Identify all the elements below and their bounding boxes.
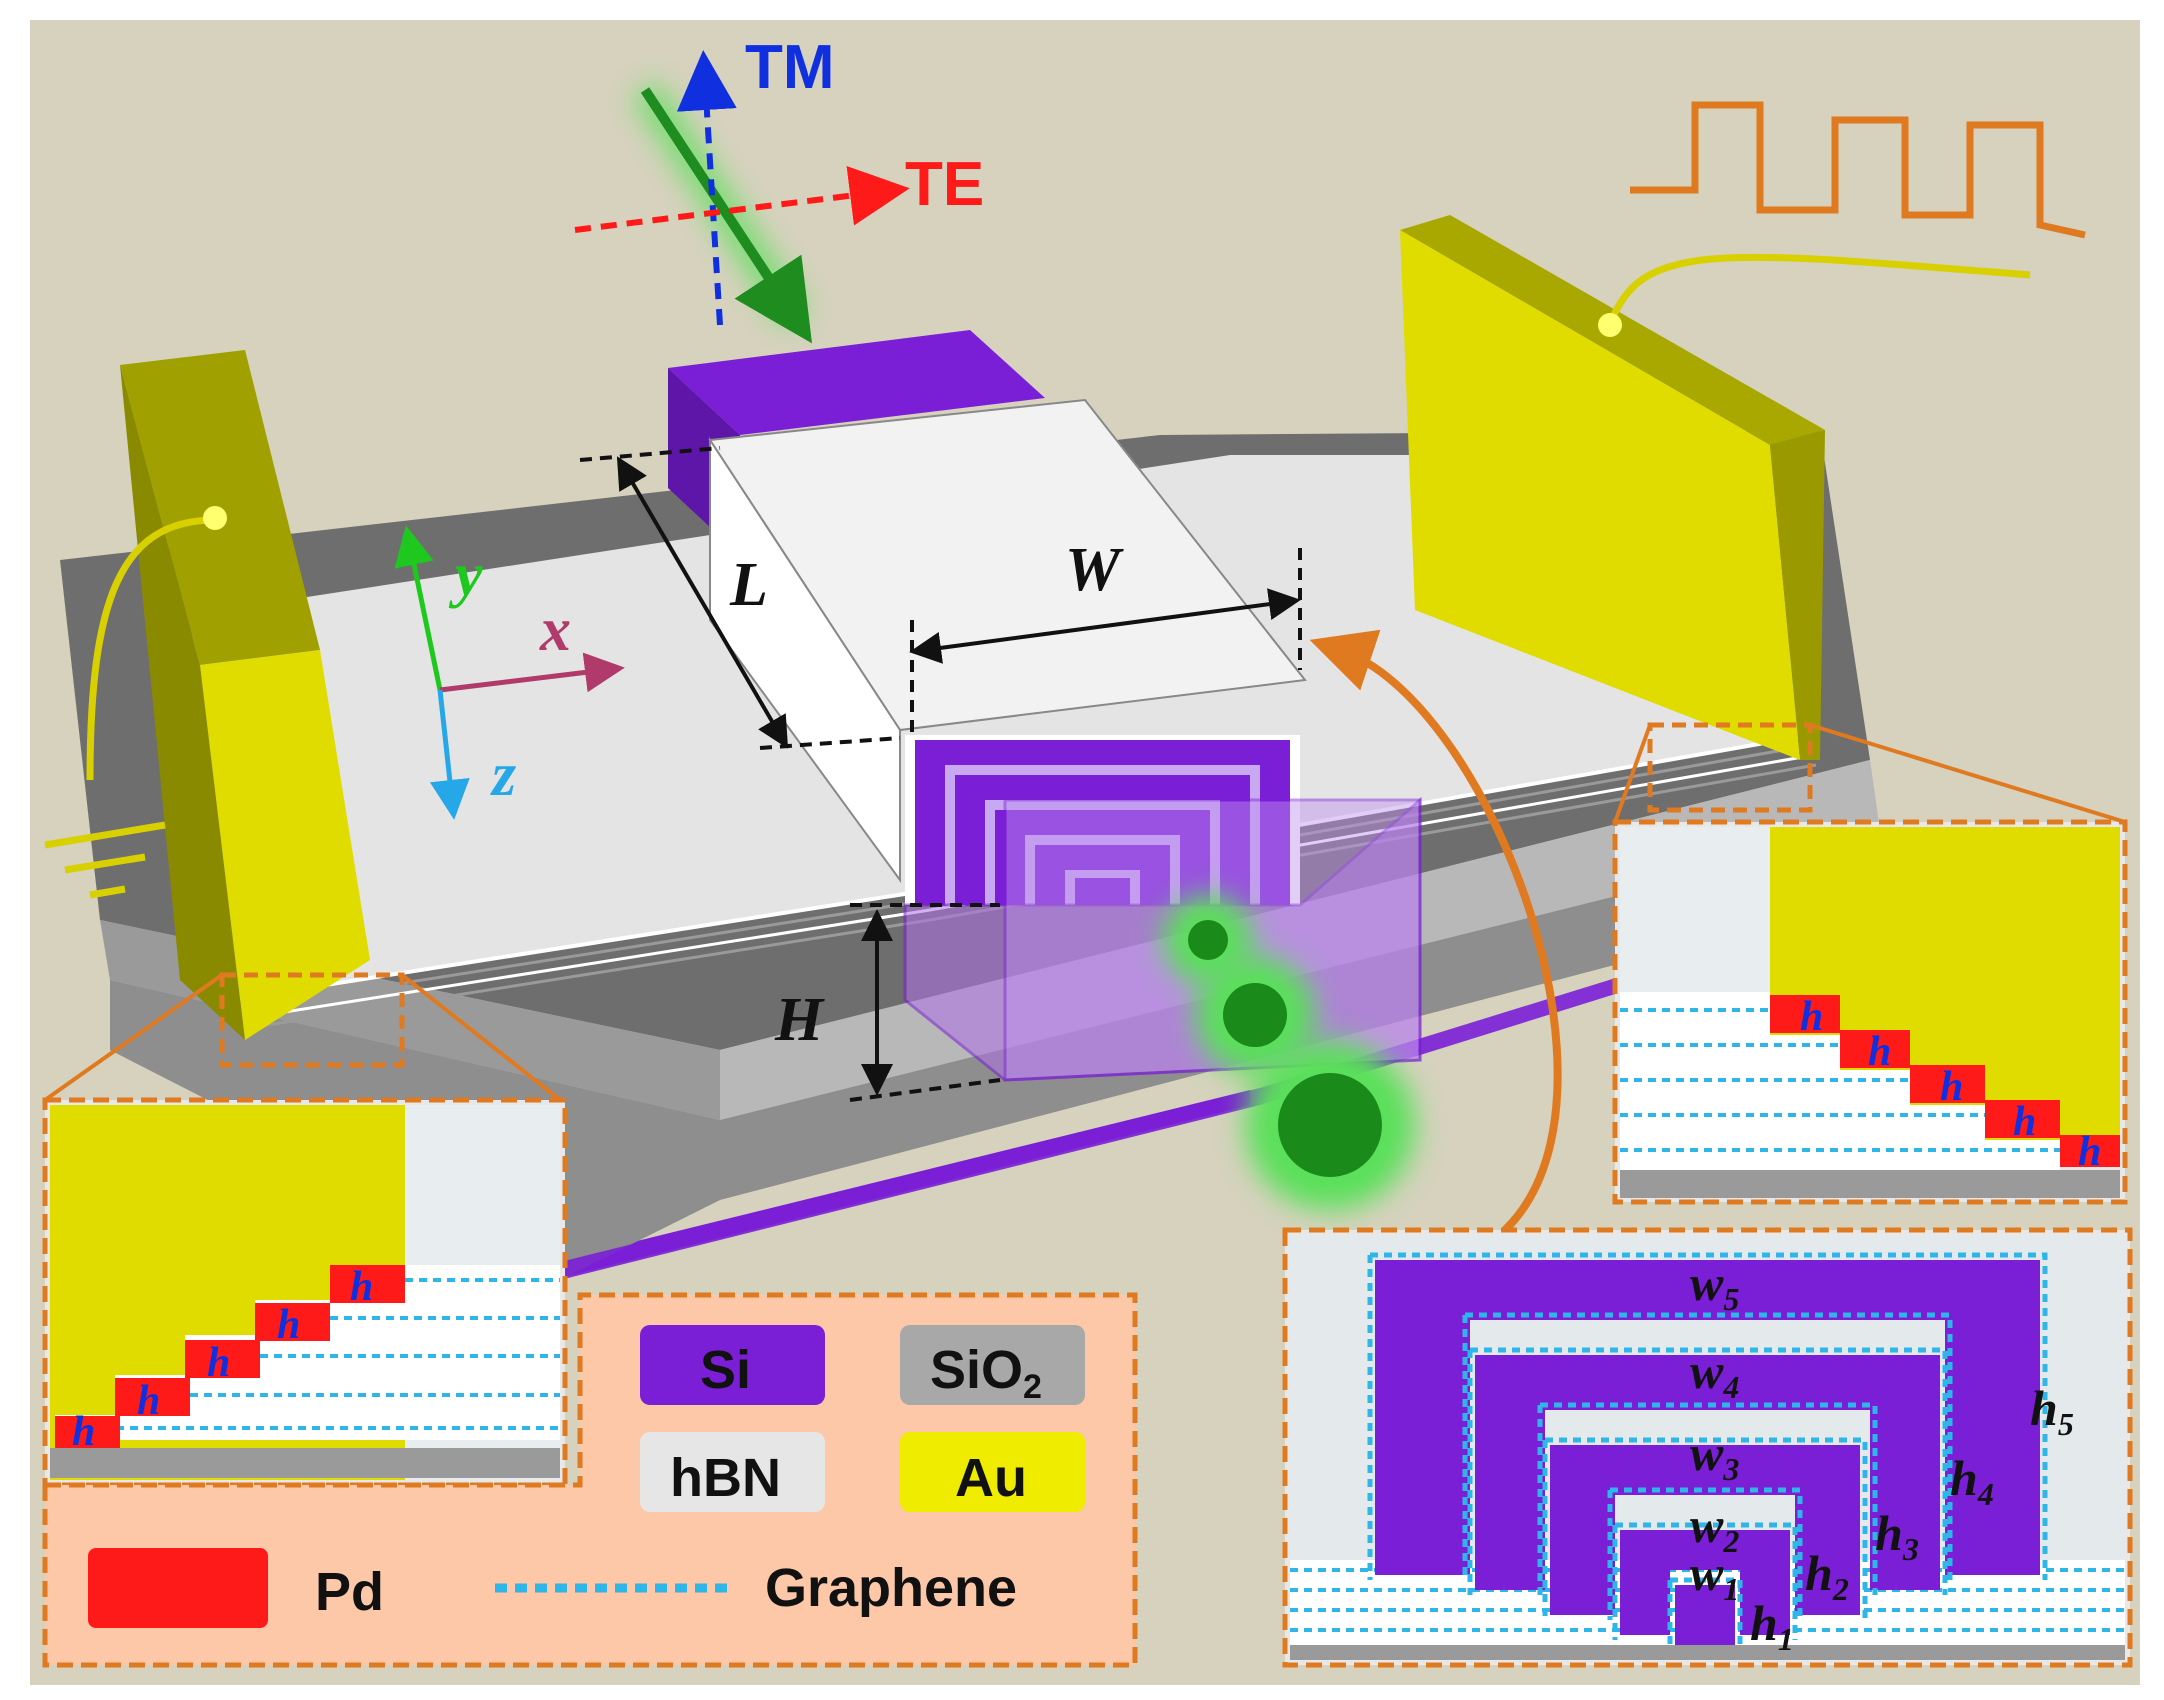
left-inset	[42, 1097, 568, 1488]
right-inset-h5: h	[2078, 1129, 2101, 1175]
left-electrode	[120, 350, 370, 1040]
w5-label: w5	[1690, 1255, 1739, 1317]
right-inset-h4: h	[2013, 1099, 2036, 1145]
legend-si-swatch	[640, 1325, 825, 1405]
legend-graphene-label: Graphene	[765, 1558, 1017, 1618]
legend	[42, 1292, 1138, 1668]
callout-arrow	[1309, 629, 1562, 1233]
pulse-signal	[1630, 101, 2086, 239]
cross-section-inset	[1282, 1227, 2133, 1668]
right-wire	[1606, 253, 2031, 327]
left-inset-h2: h	[277, 1302, 300, 1348]
h4-label: h4	[1950, 1450, 1994, 1512]
legend-pd-label: Pd	[315, 1562, 384, 1622]
w1-label: w1	[1690, 1545, 1739, 1607]
h3-label: h3	[1875, 1505, 1919, 1567]
axis-x-label: x	[539, 596, 571, 664]
coordinate-axes	[394, 525, 625, 820]
legend-au-label: Au	[955, 1448, 1027, 1508]
incident-light	[632, 81, 813, 344]
w3-label: w3	[1690, 1425, 1739, 1487]
left-wire	[86, 516, 216, 781]
left-inset-h4: h	[137, 1378, 160, 1424]
left-callout-marker	[219, 972, 405, 1068]
left-inset-h1: h	[350, 1264, 373, 1310]
right-inset-h3: h	[1940, 1064, 1963, 1110]
right-wire-contact	[1598, 313, 1622, 337]
waveguide	[668, 330, 1422, 1082]
legend-hbn-swatch	[640, 1432, 825, 1512]
right-inset-h1: h	[1800, 994, 1823, 1040]
axis-z-label: z	[490, 741, 516, 809]
length-label: L	[729, 551, 768, 619]
height-label: H	[774, 986, 825, 1054]
tm-arrow	[676, 50, 737, 326]
right-inset-h2: h	[1868, 1029, 1891, 1075]
h1-label: h1	[1750, 1595, 1794, 1657]
legend-au-swatch	[900, 1432, 1085, 1512]
legend-si-label: Si	[700, 1340, 751, 1400]
dimension-markers	[579, 446, 1302, 1102]
width-label: W	[1065, 536, 1124, 604]
right-inset	[1612, 819, 2128, 1205]
output-light	[1163, 895, 1415, 1210]
left-inset-h3: h	[207, 1340, 230, 1386]
te-label: TE	[905, 150, 984, 219]
right-callout-marker	[1647, 722, 1813, 813]
legend-pd-swatch	[88, 1548, 268, 1628]
left-wire-contact	[203, 506, 227, 530]
tm-label: TM	[745, 33, 835, 102]
w4-label: w4	[1690, 1343, 1739, 1405]
legend-sio2-label: SiO2	[930, 1340, 1042, 1406]
ground-symbol	[44, 821, 166, 899]
w2-label: w2	[1690, 1497, 1739, 1559]
h5-label: h5	[2030, 1380, 2074, 1442]
legend-hbn-label: hBN	[670, 1448, 781, 1508]
legend-sio2-swatch	[900, 1325, 1085, 1405]
left-inset-h5: h	[72, 1409, 95, 1455]
h2-label: h2	[1805, 1545, 1849, 1607]
